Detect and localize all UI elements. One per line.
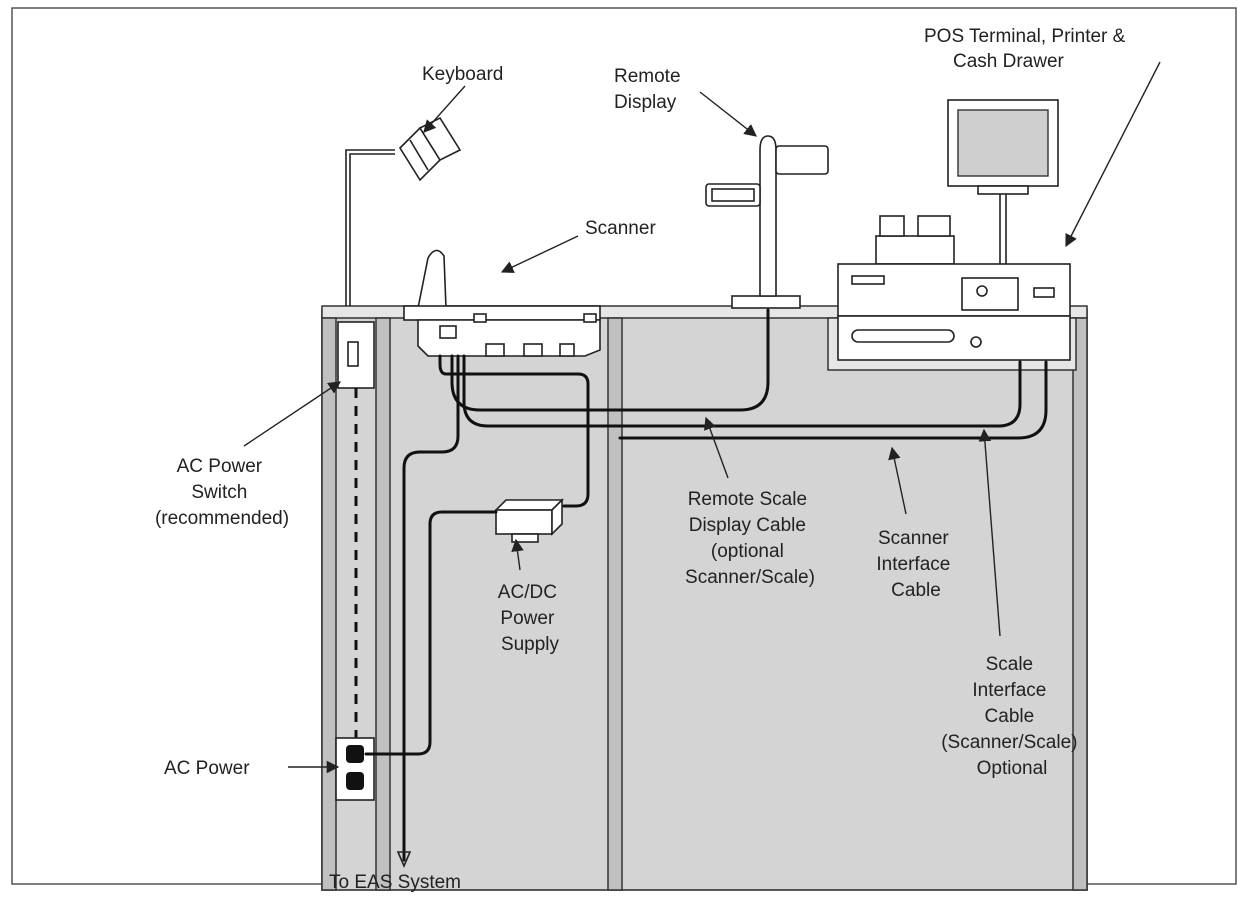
ac-power-switch-leader — [243, 381, 342, 447]
scanner-tower — [417, 249, 447, 309]
display-base — [731, 295, 801, 309]
eas-cable — [402, 354, 460, 862]
supply-output-cable — [562, 382, 590, 508]
customer-display — [775, 145, 829, 175]
receipt-printer — [875, 235, 955, 265]
label-remote-scale-display-cable: Remote Scale Display Cable (optional Sca… — [685, 489, 815, 588]
cables — [364, 308, 1048, 869]
right-post — [1072, 317, 1088, 891]
label-pos-terminal: POS Terminal, Printer & Cash Drawer — [924, 26, 1131, 72]
scanner-interface-cable-leader — [888, 446, 907, 515]
label-ac-dc-power-supply: AC/DC Power Supply — [498, 582, 562, 655]
remote-display-leader — [699, 91, 757, 137]
power-supply-brick — [495, 509, 553, 535]
keyboard-leader — [423, 85, 466, 133]
labels: POS Terminal, Printer & Cash Drawer Keyb… — [155, 26, 1131, 893]
scanner-body — [417, 319, 601, 357]
label-scale-interface-cable: Scale Interface Cable (Scanner/Scale) Op… — [941, 654, 1083, 779]
scale-interface-cable-leader — [978, 428, 1001, 637]
ac-dc-power-supply-unit — [494, 498, 564, 543]
pos-terminal-leader — [1065, 61, 1161, 248]
label-to-eas-system: To EAS System — [329, 872, 461, 893]
label-ac-power-switch: AC Power Switch (recommended) — [155, 456, 289, 529]
scanner-leader — [500, 235, 579, 273]
scanner-interface-cable — [462, 354, 1022, 428]
keyboard-pole — [345, 149, 395, 306]
power-wiring — [335, 321, 375, 801]
leader-lines — [243, 61, 1161, 774]
middle-post — [607, 317, 623, 891]
scanner-platter — [403, 305, 601, 321]
counter-body — [321, 309, 1088, 891]
inner-post — [375, 317, 391, 891]
operator-display — [705, 183, 761, 207]
scale-interface-cable — [618, 360, 1048, 440]
scanner-unit — [403, 249, 601, 357]
remote-display-unit — [705, 135, 829, 309]
power-supply-leader — [511, 538, 524, 571]
remote-scale-display-cable-leader — [703, 416, 729, 479]
label-scanner: Scanner — [585, 218, 656, 239]
left-post — [321, 317, 337, 891]
pos-terminal-unit — [837, 99, 1071, 361]
supply-input-cable — [364, 510, 498, 756]
label-keyboard: Keyboard — [422, 64, 503, 85]
display-pole — [759, 135, 777, 297]
label-scanner-interface-cable: Scanner Interface Cable — [876, 528, 955, 601]
label-remote-display: Remote Display — [614, 66, 686, 113]
checkout-counter — [321, 305, 1088, 891]
remote-scale-display-cable — [450, 308, 770, 412]
label-ac-power: AC Power — [164, 758, 250, 779]
pos-screen — [957, 109, 1049, 177]
